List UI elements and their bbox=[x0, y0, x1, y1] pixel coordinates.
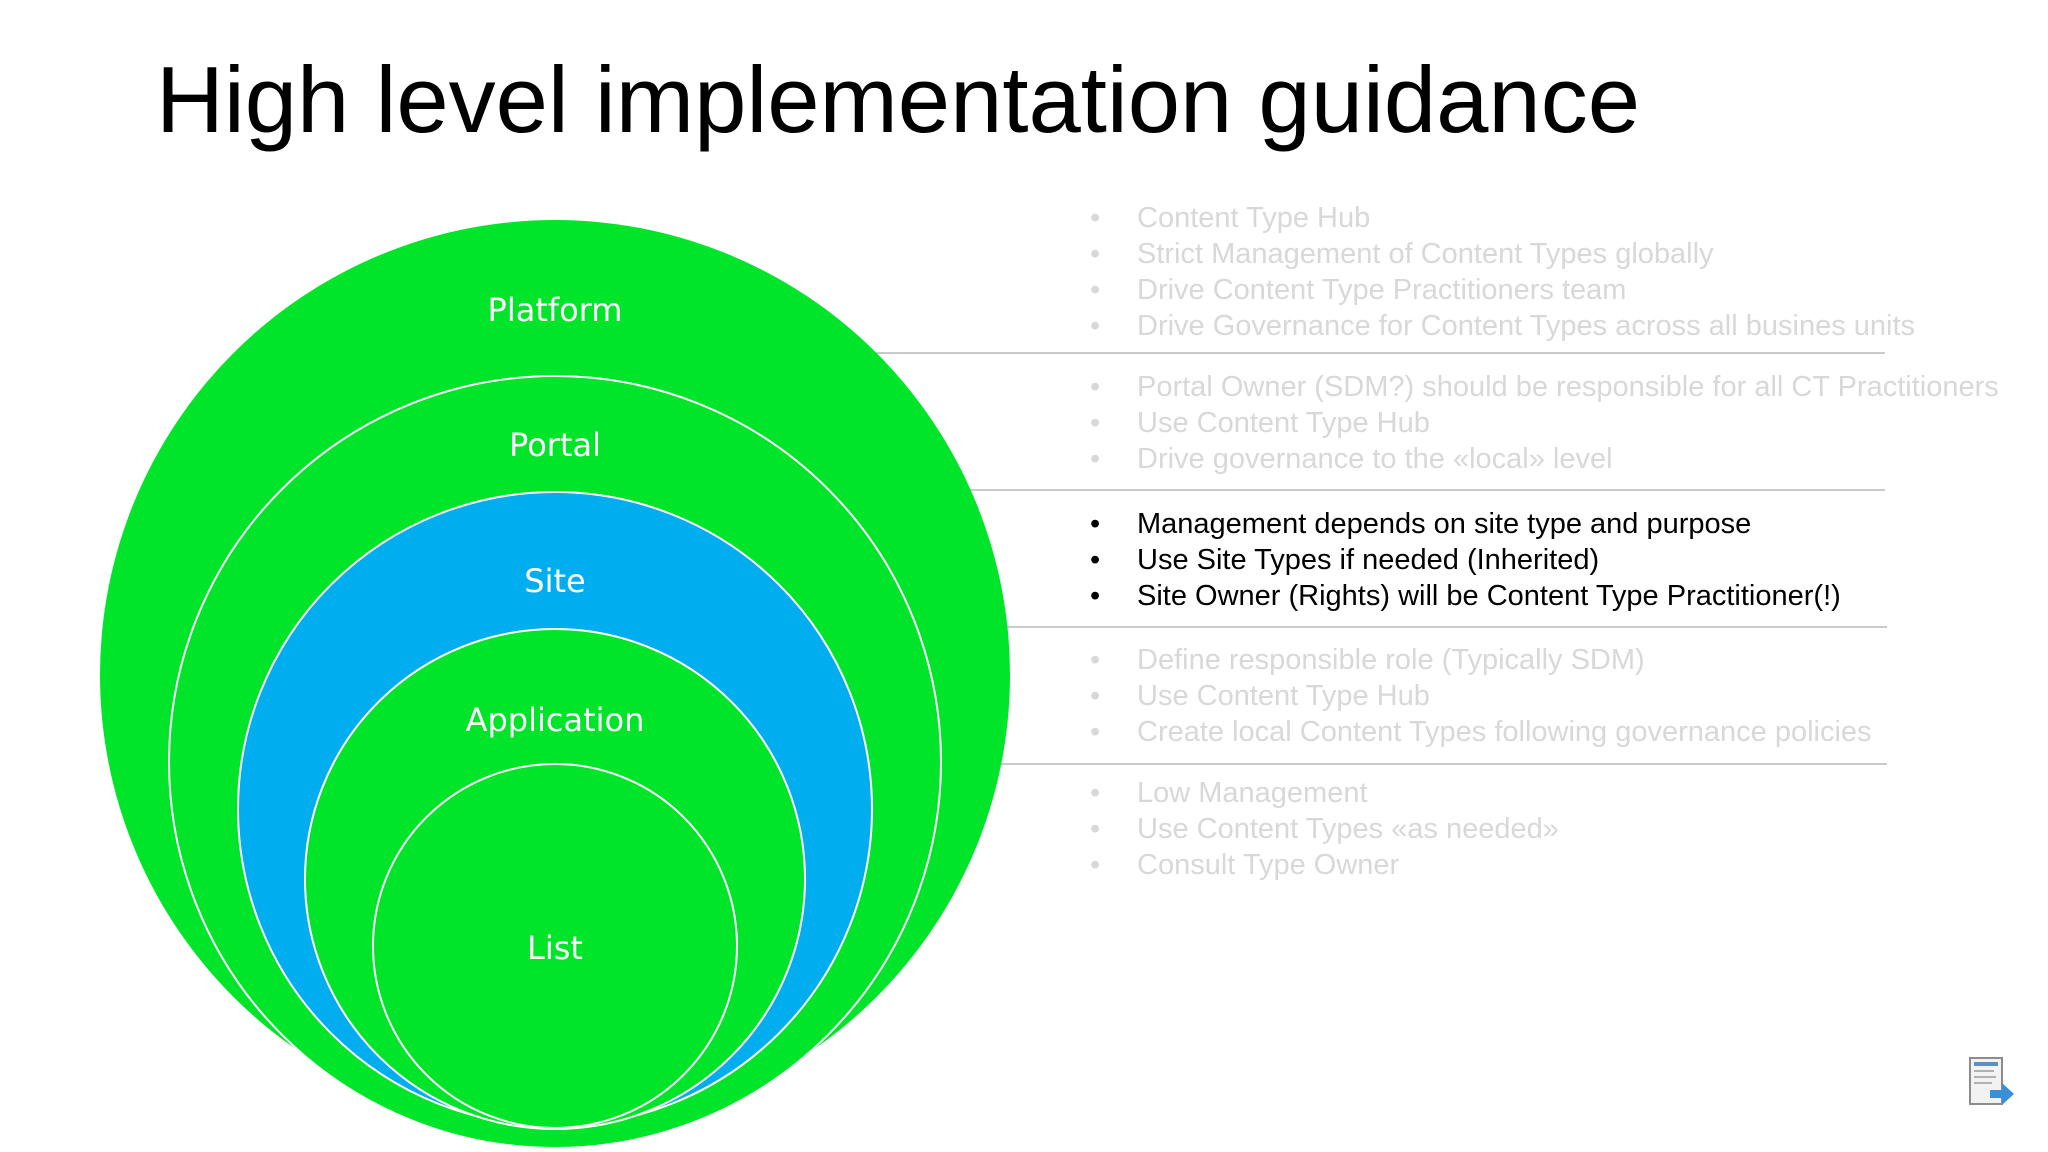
bullet-item: Consult Type Owner bbox=[1090, 847, 1559, 883]
bullet-item: Use Content Types «as needed» bbox=[1090, 811, 1559, 847]
bullet-item: Drive Governance for Content Types acros… bbox=[1090, 308, 1915, 344]
bullet-item: Strict Management of Content Types globa… bbox=[1090, 236, 1915, 272]
ring-label-portal: Portal bbox=[509, 426, 601, 464]
bullet-item: Use Site Types if needed (Inherited) bbox=[1090, 542, 1841, 578]
bullet-item: Drive Content Type Practitioners team bbox=[1090, 272, 1915, 308]
bullet-item: Drive governance to the «local» level bbox=[1090, 441, 1999, 477]
slide-title: High level implementation guidance bbox=[156, 47, 1640, 152]
bullet-item: Use Content Type Hub bbox=[1090, 405, 1999, 441]
bullet-item: Site Owner (Rights) will be Content Type… bbox=[1090, 578, 1841, 614]
bullet-item: Management depends on site type and purp… bbox=[1090, 506, 1841, 542]
bullet-item: Use Content Type Hub bbox=[1090, 678, 1872, 714]
presentation-nav-icon[interactable] bbox=[1966, 1056, 2016, 1116]
bullets-site: Management depends on site type and purp… bbox=[1090, 506, 1841, 614]
bullets-portal: Portal Owner (SDM?) should be responsibl… bbox=[1090, 369, 1999, 477]
circle-list bbox=[372, 763, 738, 1129]
bullets-application: Define responsible role (Typically SDM) … bbox=[1090, 642, 1872, 750]
ring-label-list: List bbox=[527, 929, 583, 967]
ring-label-platform: Platform bbox=[488, 291, 623, 329]
ring-label-application: Application bbox=[466, 701, 645, 739]
bullets-platform: Content Type Hub Strict Management of Co… bbox=[1090, 200, 1915, 344]
ring-label-site: Site bbox=[524, 562, 585, 600]
bullet-item: Low Management bbox=[1090, 775, 1559, 811]
bullet-item: Portal Owner (SDM?) should be responsibl… bbox=[1090, 369, 1999, 405]
bullet-item: Create local Content Types following gov… bbox=[1090, 714, 1872, 750]
bullet-item: Define responsible role (Typically SDM) bbox=[1090, 642, 1872, 678]
bullets-list: Low Management Use Content Types «as nee… bbox=[1090, 775, 1559, 883]
bullet-item: Content Type Hub bbox=[1090, 200, 1915, 236]
